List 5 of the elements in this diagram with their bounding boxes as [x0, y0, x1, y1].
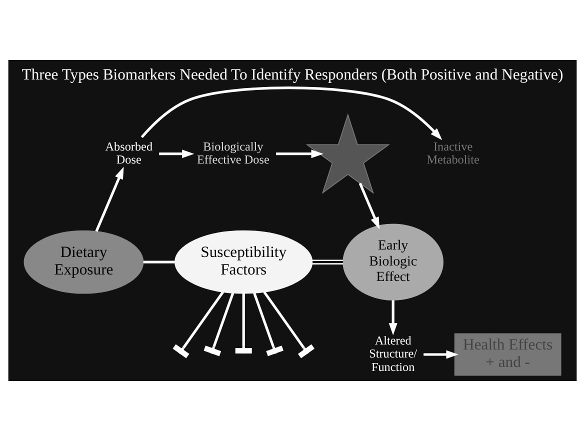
node-text: Absorbed Dose [105, 139, 153, 166]
node-text: Inactive Metabolite [426, 139, 480, 166]
node-text: Biologically Effective Dose [197, 139, 270, 166]
diagram-title: Three Types Biomarkers Needed To Identify Responders (Both Positive and Negative) [22, 66, 564, 83]
node-text: Altered Structure/ Function [369, 333, 418, 374]
